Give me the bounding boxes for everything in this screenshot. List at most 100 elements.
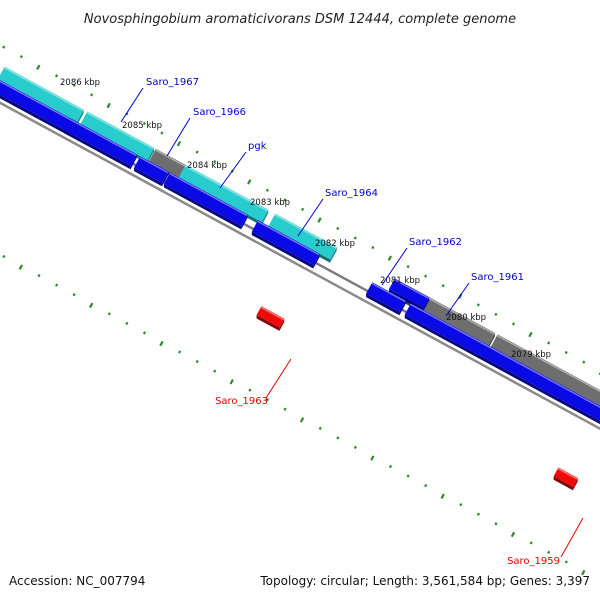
gene-label: Saro_1962 bbox=[409, 237, 462, 248]
scale-tick bbox=[494, 312, 498, 316]
rna-feature-bar-face bbox=[268, 213, 337, 260]
gene-leader-line bbox=[297, 198, 324, 237]
cds-feature-bar-highlight bbox=[0, 80, 77, 124]
scale-tick bbox=[581, 569, 586, 576]
kbp-tick-label: 2082 kbp bbox=[315, 239, 355, 249]
rna-feature-bar-face bbox=[80, 111, 154, 161]
noncoding-feature-bar-highlight bbox=[154, 149, 186, 167]
map-title: Novosphingobium aromaticivorans DSM 1244… bbox=[84, 12, 516, 27]
rna-feature-bar-highlight bbox=[274, 214, 337, 249]
gene-leader-line bbox=[381, 247, 408, 286]
scale-tick bbox=[213, 160, 217, 164]
gene-leader-line bbox=[219, 151, 247, 189]
scale-tick bbox=[406, 474, 410, 478]
scale-tick bbox=[283, 407, 287, 411]
scale-tick bbox=[72, 293, 76, 297]
kbp-tick-label: 2086 kbp bbox=[60, 78, 100, 88]
cds-feature-bar-face bbox=[163, 172, 248, 226]
cds-feature-bar-cap bbox=[399, 300, 406, 316]
scale-tick bbox=[494, 522, 498, 526]
scale-tick bbox=[265, 188, 269, 192]
scale-tick bbox=[107, 312, 111, 316]
scale-tick bbox=[424, 483, 428, 488]
scale-tick bbox=[36, 64, 41, 71]
cds-feature-bar-face bbox=[366, 282, 406, 312]
gene-label: Saro_1963 bbox=[215, 396, 268, 407]
rna-feature-bar-cap bbox=[330, 247, 337, 263]
cds-feature-bar bbox=[63, 118, 137, 170]
reverse-feature-bar-face bbox=[256, 306, 285, 328]
scale-tick bbox=[511, 322, 516, 326]
scale-tick-layer bbox=[2, 45, 600, 582]
cds-feature-bar bbox=[134, 156, 169, 187]
cds-feature-bar-edge bbox=[251, 231, 314, 269]
scale-tick bbox=[318, 426, 322, 430]
gene-leader-line bbox=[560, 517, 584, 558]
scale-tick bbox=[178, 350, 182, 354]
gene-label: Saro_1967 bbox=[146, 77, 199, 88]
cds-feature-bar bbox=[163, 172, 248, 230]
cds-feature-bar bbox=[366, 282, 406, 316]
kbp-tick-label: 2084 kbp bbox=[187, 161, 227, 171]
cds-feature-bar bbox=[251, 220, 320, 269]
kbp-tick-label: 2085 kbp bbox=[122, 121, 162, 131]
cds-feature-bar bbox=[482, 345, 600, 425]
scale-tick bbox=[353, 445, 357, 450]
scale-tick bbox=[283, 198, 287, 202]
scale-tick bbox=[213, 369, 217, 373]
cds-feature-bar-cap bbox=[241, 214, 248, 230]
cds-feature-bar-face bbox=[134, 156, 169, 183]
scale-tick bbox=[388, 464, 393, 469]
gene-leader-line bbox=[120, 87, 144, 123]
scale-tick bbox=[582, 360, 586, 364]
scale-tick bbox=[54, 74, 59, 78]
noncoding-feature-bar-face bbox=[490, 334, 600, 406]
reverse-feature-bar bbox=[553, 467, 578, 491]
cds-feature-bar-face bbox=[63, 118, 137, 166]
scale-tick bbox=[18, 264, 23, 270]
cds-feature-bar-highlight bbox=[410, 303, 489, 347]
cds-feature-bar-highlight bbox=[169, 172, 248, 217]
cds-feature-bar-edge bbox=[366, 293, 400, 316]
reverse-feature-bar-highlight bbox=[260, 306, 284, 321]
scale-tick bbox=[529, 541, 533, 545]
noncoding-feature-bar-cap bbox=[488, 332, 495, 349]
scale-tick bbox=[125, 321, 129, 325]
cds-feature-bar-edge bbox=[482, 356, 600, 425]
scale-tick bbox=[317, 217, 322, 223]
cds-feature-bar-highlight bbox=[257, 220, 320, 256]
scale-tick bbox=[265, 398, 270, 402]
reverse-feature-bar-highlight bbox=[557, 467, 578, 480]
reverse-feature-bar bbox=[256, 306, 285, 331]
cds-feature-bar-face bbox=[0, 80, 77, 134]
scale-tick bbox=[336, 226, 340, 231]
scale-tick bbox=[301, 207, 305, 212]
rna-feature-bar-face bbox=[178, 164, 269, 223]
scale-tick bbox=[528, 331, 533, 338]
rna-feature-bar-cap bbox=[76, 109, 84, 126]
cds-feature-bar-edge bbox=[0, 94, 71, 137]
gene-leader-line bbox=[166, 117, 191, 157]
scale-tick bbox=[90, 93, 94, 97]
scale-tick bbox=[2, 254, 6, 259]
cds-feature-bar-edge bbox=[134, 167, 163, 187]
scale-tick bbox=[476, 512, 480, 516]
cds-feature-bar-cap bbox=[130, 154, 137, 170]
cds-feature-bar-face bbox=[251, 220, 320, 266]
scale-tick bbox=[106, 102, 111, 109]
gene-feature-layer bbox=[0, 66, 600, 491]
kbp-tick-label: 2081 kbp bbox=[380, 276, 420, 286]
rna-feature-bar-highlight bbox=[3, 67, 84, 112]
scale-tick bbox=[424, 274, 428, 278]
scale-tick bbox=[195, 150, 199, 154]
reverse-feature-bar-edge bbox=[553, 476, 573, 491]
gene-label-layer: 2086 kbp 2085 kbp 2084 kbp 2083 kbp 2082 kbp… bbox=[60, 77, 584, 567]
scale-tick bbox=[564, 560, 568, 564]
scale-tick bbox=[19, 55, 23, 59]
gene-leader-line bbox=[445, 282, 470, 317]
rna-feature-bar-highlight bbox=[86, 111, 154, 150]
kbp-tick-label: 2083 kbp bbox=[250, 198, 290, 208]
scale-tick bbox=[160, 131, 164, 135]
gene-label: pgk bbox=[248, 141, 267, 152]
scale-tick bbox=[176, 140, 182, 147]
